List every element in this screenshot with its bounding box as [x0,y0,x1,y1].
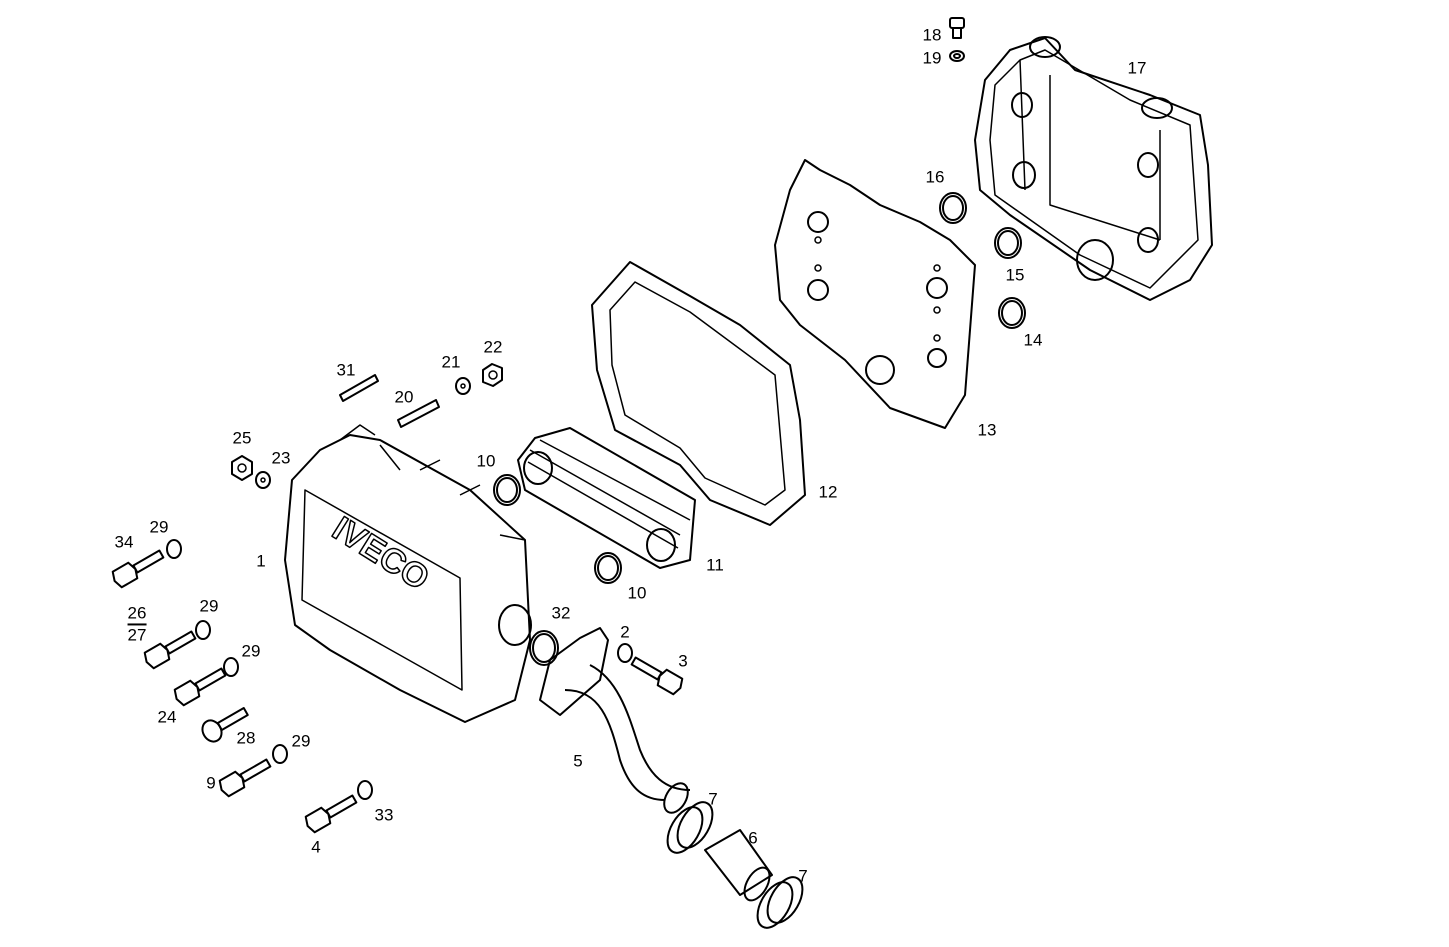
label-31: 31 [336,360,356,380]
label-14: 14 [1023,330,1043,350]
label-10b: 10 [627,583,647,603]
part-5-pipe [539,627,691,814]
label-26: 26 [127,603,147,625]
label-4: 4 [311,837,321,857]
part-17-housing [974,36,1213,301]
label-17: 17 [1127,58,1147,78]
label-13: 13 [977,420,997,440]
label-33: 33 [374,805,394,825]
label-5: 5 [573,751,583,771]
label-1: 1 [256,551,266,571]
label-11: 11 [706,555,724,575]
label-25: 25 [232,428,252,448]
nuts-washers-21-22-23-25 [231,363,503,489]
label-29c: 29 [241,641,261,661]
label-28: 28 [236,728,256,748]
part-13-plate [774,159,976,429]
part-7-clamp [666,801,714,854]
label-22: 22 [483,337,503,357]
label-18: 18 [922,25,942,45]
label-26-27: 26 27 [127,603,147,644]
label-6: 6 [748,828,758,848]
washers-29-33-2 [166,539,633,800]
part-19-washer [949,50,965,62]
label-34: 34 [114,532,134,552]
label-3: 3 [678,651,688,671]
label-15: 15 [1005,265,1025,285]
label-19: 19 [922,48,942,68]
studs-20-31 [339,374,440,428]
label-24: 24 [157,707,177,727]
label-7: 7 [708,789,718,809]
label-29d: 29 [291,731,311,751]
label-12: 12 [818,482,838,502]
iveco-logo: IVECO [326,510,436,598]
label-20: 20 [394,387,414,407]
part-18-plug [949,17,965,39]
label-29a: 29 [149,517,169,537]
label-23: 23 [271,448,291,468]
part-7-clamp-2 [756,876,804,929]
label-27: 27 [127,625,147,644]
label-7b: 7 [798,866,808,886]
label-9: 9 [206,773,216,793]
label-21: 21 [441,352,461,372]
label-2: 2 [620,622,630,642]
part-12-gasket [591,261,806,526]
o-rings-10 [493,474,622,584]
part-6-hose [704,829,773,902]
bolts [111,549,684,834]
part-32-o-ring [529,630,559,666]
label-16: 16 [925,167,945,187]
label-32: 32 [551,603,571,623]
label-29b: 29 [199,596,219,616]
part-11-oil-cooler [517,427,696,569]
o-rings-14-15-16 [939,192,1026,329]
label-10: 10 [476,451,496,471]
